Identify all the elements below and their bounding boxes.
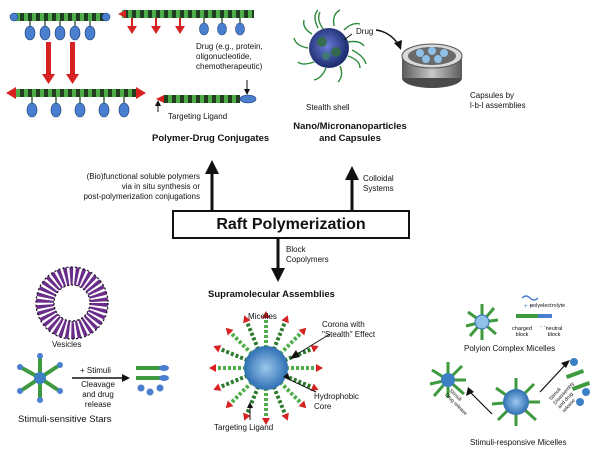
micelle-ligand-tip [310, 383, 319, 391]
nano-title-line-1: Nano/Micronanoparticles [293, 121, 407, 132]
micelle-arm [219, 373, 249, 389]
conjugate-red-hangers [42, 42, 79, 84]
core-label: Hydrophobic Core [314, 392, 359, 412]
star-polymer [17, 353, 169, 403]
conjugate-chain-ligand-drug [155, 80, 257, 112]
capsule-line-1: Capsules by [470, 91, 515, 100]
conjugate-chain-ligands [118, 10, 254, 36]
cleavage-line-1: Cleavage [81, 380, 115, 389]
branch-bottom-line-2: Copolymers [286, 255, 329, 264]
micelle-ligand-tip [213, 345, 222, 353]
branch-top-left-line-3: post-polymerization conjugations [83, 192, 200, 201]
branch-top-right: Colloidal Systems [363, 174, 394, 194]
drug-note-line-2: oligonucleotide, [196, 52, 252, 61]
vesicles-label: Vesicles [52, 340, 82, 349]
capsule-line-2: l-b-l assemblies [470, 101, 526, 110]
micelle-arm [278, 331, 303, 356]
core-line-1: Hydrophobic [314, 392, 359, 401]
micelle-ligand-tip [281, 315, 289, 324]
micelle-arm [271, 385, 287, 415]
branch-top-left-line-1: (Bio)functional soluble polymers [86, 172, 200, 181]
assemblies-title: Supramolecular Assemblies [208, 289, 335, 300]
micelle-arm [229, 380, 254, 405]
micelle-arm [271, 321, 287, 351]
responsive-title: Stimuli-responsive Micelles [470, 438, 567, 447]
micelle-arm [229, 331, 254, 356]
micelles-label: Micelles [248, 312, 277, 321]
micelle-ligand-tip [316, 364, 323, 372]
stealth-shell-label: Stealth shell [306, 103, 350, 112]
micelle-ligand-tip [262, 418, 270, 425]
polyion-micelle: + + - - [465, 295, 552, 340]
micelle-ligand-tip [243, 315, 251, 324]
branch-top-right-line-2: Systems [363, 184, 394, 193]
lbl-capsule [401, 43, 463, 88]
micelle-arm [245, 321, 261, 351]
micelle [209, 311, 331, 425]
micelle-arms [209, 311, 323, 425]
conjugate-chain-drugs [9, 12, 111, 41]
core-line-2: Core [314, 402, 332, 411]
charged-line-2: block [515, 332, 529, 338]
drug-note-line-3: chemotherapeutic) [196, 62, 263, 71]
micelle-ligand-tip [213, 383, 222, 391]
cleavage-line-3: release [84, 400, 112, 409]
conjugate-group [6, 10, 257, 118]
micelle-ligand-tip [225, 327, 234, 336]
branch-top-right-line-1: Colloidal [363, 174, 394, 183]
nanoparticle-group [293, 9, 463, 88]
responsive-micelles [429, 358, 591, 426]
micelle-arm [278, 380, 303, 405]
corona-line-2: "Stealth" Effect [322, 330, 376, 339]
nano-drug-label: Drug [356, 27, 374, 36]
svg-text:- -: - - [540, 324, 546, 330]
branch-bottom-line-1: Block [286, 245, 306, 254]
capsule-label: Capsules by l-b-l assemblies [470, 91, 526, 111]
micelle-ligand-tip [225, 400, 234, 409]
micelle-ligand-tip [262, 311, 270, 318]
charged-block-label: charged block [512, 326, 532, 338]
raft-title: Raft Polymerization [216, 215, 366, 233]
neutral-line-1: neutral [545, 326, 563, 332]
flow-arrows [205, 160, 359, 282]
drug-note: Drug (e.g., protein, oligonucleotide, ch… [196, 42, 263, 72]
branch-top-left-line-2: via in situ synthesis or [121, 182, 200, 191]
charged-line-1: charged [512, 326, 532, 332]
micelle-ligand-tip [298, 400, 307, 409]
corona-line-1: Corona with [322, 320, 365, 329]
targeting-ligand-label-bottom: Targeting Ligand [214, 423, 274, 432]
polyion-title: Polyion Complex Micelles [464, 344, 556, 353]
neutral-block-label: neutral block [544, 326, 564, 338]
stars-stimuli-label: + Stimuli [80, 366, 111, 375]
micelle-ligand-tip [310, 345, 319, 353]
stars-cleavage-label: Cleavage and drug release [74, 380, 122, 410]
nano-title: Nano/Micronanoparticles and Capsules [290, 121, 410, 145]
cleavage-line-2: and drug [82, 390, 114, 399]
targeting-ligand-label-top: Targeting Ligand [168, 112, 228, 121]
micelle-ligand-tip [209, 364, 216, 372]
micelle-arm [245, 385, 261, 415]
stealth-nanoparticle [293, 9, 367, 83]
conjugates-title: Polymer-Drug Conjugates [152, 133, 270, 144]
vesicle [35, 266, 109, 340]
nano-title-line-2: and Capsules [319, 133, 381, 144]
corona-label: Corona with "Stealth" Effect [322, 320, 375, 340]
neutral-line-2: block [547, 332, 561, 338]
drug-note-line-1: Drug (e.g., protein, [196, 42, 263, 51]
branch-bottom: Block Copolymers [286, 245, 329, 265]
micelle-ligand-tip [298, 327, 307, 336]
polyelectrolyte-label: polyelectrolyte [530, 303, 566, 309]
stars-title: Stimuli-sensitive Stars [18, 414, 112, 425]
conjugate-chain-arrow-ends [6, 87, 146, 118]
svg-text:+ +: + + [524, 304, 533, 310]
raft-polymerization-box: Raft Polymerization [172, 210, 410, 239]
branch-top-left: (Bio)functional soluble polymers via in … [40, 172, 200, 202]
micelle-ligand-tip [281, 412, 289, 421]
micelle-ligand-tip [243, 412, 251, 421]
micelle-arm [219, 347, 249, 363]
